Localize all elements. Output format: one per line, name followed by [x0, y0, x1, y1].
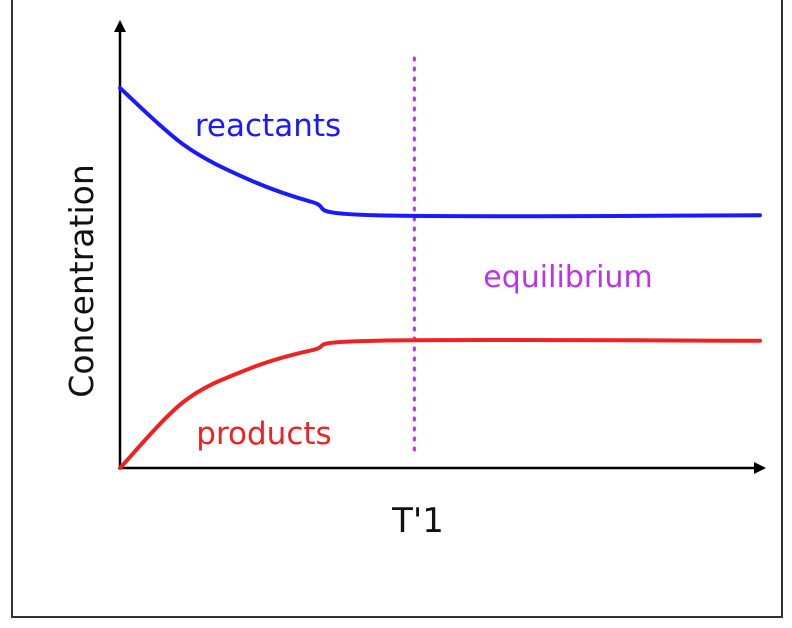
- y-axis-label: Concentration: [62, 164, 101, 397]
- products-label: products: [196, 416, 331, 452]
- chart-frame: [11, 0, 783, 618]
- reactants-line: [118, 86, 762, 219]
- x-axis-label: T'1: [391, 501, 444, 541]
- reactants-label: reactants: [195, 108, 341, 144]
- equilibrium-label: equilibrium: [483, 260, 652, 295]
- products-line: [118, 337, 762, 470]
